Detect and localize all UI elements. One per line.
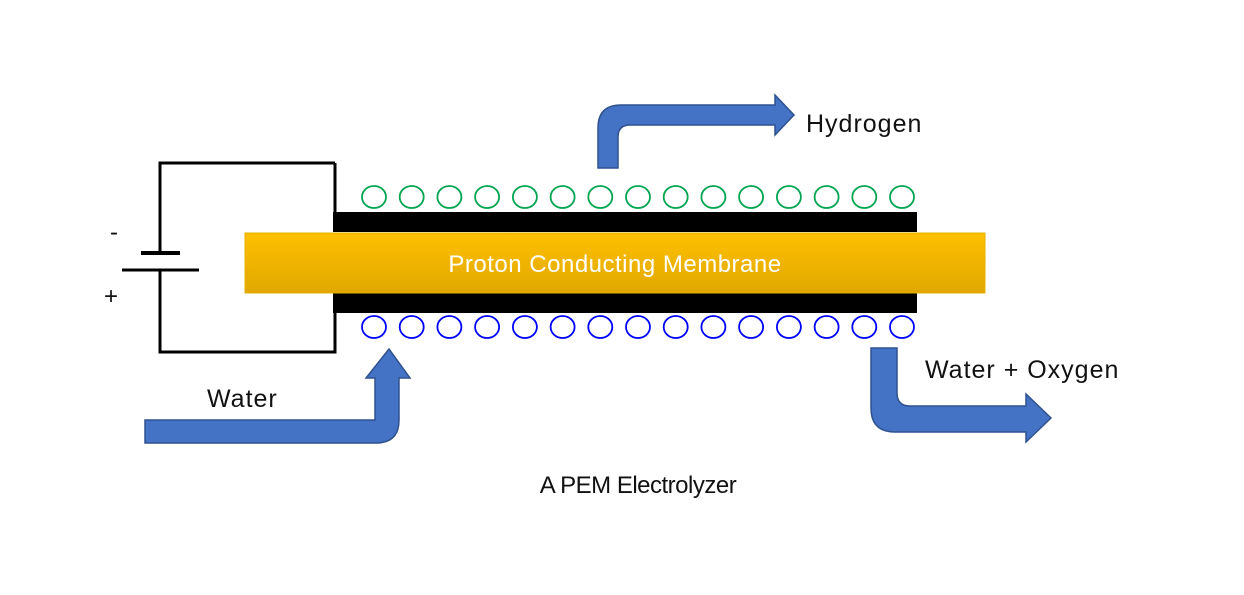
water-inlet-label: Water xyxy=(207,385,278,413)
battery-minus-sign: - xyxy=(110,219,118,246)
hydrogen-bubble xyxy=(662,185,689,209)
proton-conducting-membrane xyxy=(244,232,986,294)
bottom-electrode xyxy=(333,293,917,313)
water-oxygen-bubbles xyxy=(361,315,915,339)
water-bubble xyxy=(361,315,387,339)
hydrogen-outlet-arrow xyxy=(597,93,796,169)
hydrogen-bubbles xyxy=(361,185,915,209)
hydrogen-bubble xyxy=(776,185,802,209)
hydrogen-bubble xyxy=(625,185,651,209)
water-bubble xyxy=(474,315,501,339)
hydrogen-bubble xyxy=(813,185,840,209)
water-bubble xyxy=(889,315,915,339)
hydrogen-bubble xyxy=(361,185,387,209)
circuit-wire xyxy=(158,161,337,354)
hydrogen-bubble xyxy=(398,185,425,209)
water-oxygen-outlet-arrow xyxy=(870,347,1053,444)
water-bubble xyxy=(813,315,840,339)
hydrogen-bubble xyxy=(512,185,538,209)
hydrogen-label: Hydrogen xyxy=(806,110,922,138)
water-bubble xyxy=(398,315,425,339)
hydrogen-bubble xyxy=(700,185,727,209)
hydrogen-bubble xyxy=(436,185,463,209)
membrane-label: Proton Conducting Membrane xyxy=(448,251,781,278)
water-bubble xyxy=(662,315,689,339)
water-bubble xyxy=(549,315,576,339)
water-bubble xyxy=(436,315,463,339)
water-bubble xyxy=(738,315,764,339)
water-bubble xyxy=(776,315,802,339)
diagram-caption: A PEM Electrolyzer xyxy=(540,472,737,499)
water-bubble xyxy=(625,315,651,339)
hydrogen-bubble xyxy=(851,185,878,209)
water-inlet-arrow xyxy=(144,347,412,444)
hydrogen-bubble xyxy=(549,185,576,209)
water-bubble xyxy=(851,315,878,339)
hydrogen-bubble xyxy=(474,185,501,209)
water-oxygen-label: Water + Oxygen xyxy=(925,356,1119,384)
hydrogen-bubble xyxy=(738,185,764,209)
water-bubble xyxy=(700,315,727,339)
water-bubble xyxy=(512,315,538,339)
top-electrode xyxy=(333,212,917,232)
hydrogen-bubble xyxy=(889,185,915,209)
hydrogen-bubble xyxy=(587,185,614,209)
water-bubble xyxy=(587,315,614,339)
battery-plus-sign: + xyxy=(104,283,118,310)
